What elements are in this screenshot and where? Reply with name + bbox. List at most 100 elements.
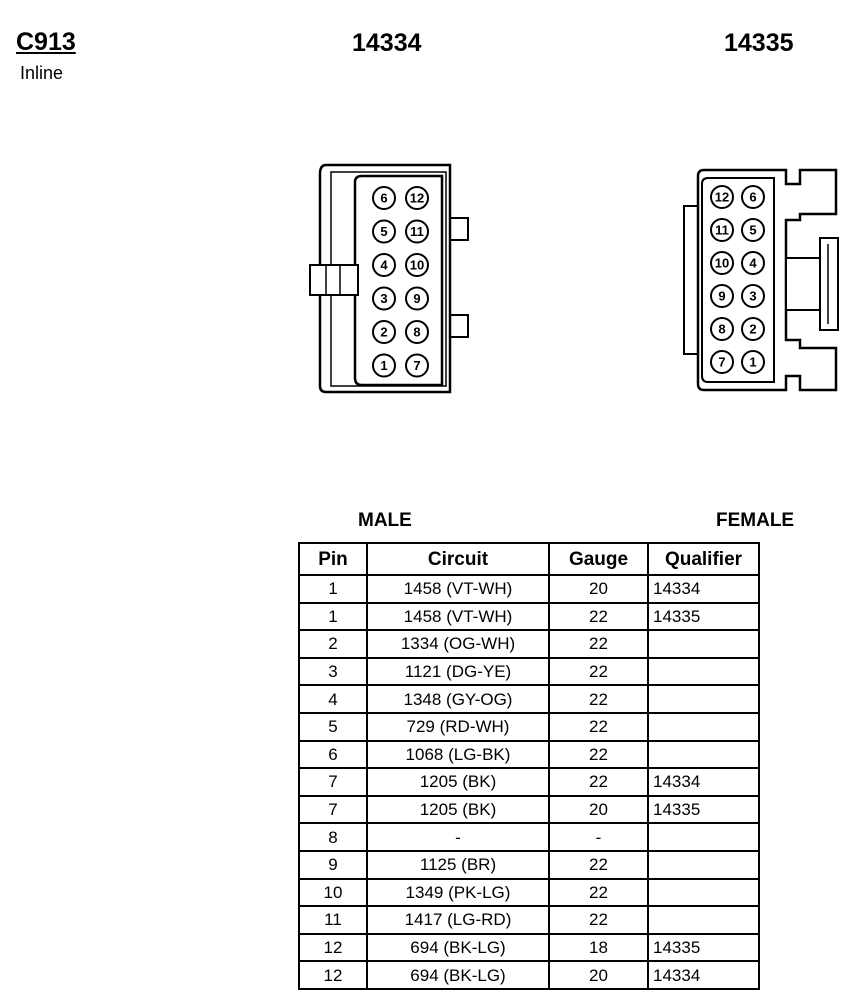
cell-qualifier	[647, 684, 760, 714]
cell-pin: 1	[298, 574, 368, 604]
pin-number-2: 2	[749, 322, 756, 337]
cell-circuit: 1349 (PK-LG)	[366, 877, 550, 908]
pin-cavity-12	[405, 186, 429, 210]
pin-number-4: 4	[749, 256, 757, 271]
pin-number-1: 1	[749, 355, 756, 370]
cell-circuit: 1417 (LG-RD)	[366, 905, 550, 935]
cell-gauge: 22	[548, 905, 649, 935]
cell-gauge: 20	[548, 794, 649, 825]
cell-pin: 9	[298, 849, 368, 880]
cell-circuit: -	[366, 822, 550, 852]
header-pin: Pin	[298, 542, 368, 576]
cell-qualifier: 14335	[647, 601, 760, 632]
cell-gauge: -	[548, 822, 649, 852]
cell-circuit: 694 (BK-LG)	[366, 960, 550, 990]
cell-gauge: 22	[548, 711, 649, 742]
cell-qualifier: 14335	[647, 794, 760, 825]
pin-cavity-5	[741, 218, 765, 242]
cell-circuit: 1125 (BR)	[366, 849, 550, 880]
cell-gauge: 20	[548, 960, 649, 990]
cell-qualifier	[647, 656, 760, 687]
pin-cavity-3	[372, 286, 396, 311]
pin-number-12: 12	[715, 190, 729, 205]
pin-cavity-10	[710, 251, 734, 275]
pin-number-7: 7	[718, 355, 725, 370]
cell-pin: 12	[298, 932, 368, 963]
pin-cavity-5	[372, 219, 396, 244]
pin-cavity-1	[741, 350, 765, 374]
cell-gauge: 22	[548, 601, 649, 632]
cell-gauge: 18	[548, 932, 649, 963]
pin-cavity-9	[405, 286, 429, 311]
pin-cavity-8	[405, 320, 429, 344]
pin-cavity-11	[710, 218, 734, 242]
pin-cavity-2	[741, 317, 765, 341]
cell-circuit: 1348 (GY-OG)	[366, 684, 550, 714]
table-row: 8--	[298, 822, 760, 852]
pin-number-10: 10	[410, 258, 424, 273]
pin-number-12: 12	[410, 191, 424, 206]
pin-number-2: 2	[380, 325, 387, 340]
cell-pin: 1	[298, 601, 368, 632]
cell-qualifier	[647, 822, 760, 852]
pin-cavity-10	[405, 253, 429, 277]
cell-gauge: 22	[548, 656, 649, 687]
pin-number-11: 11	[715, 223, 729, 238]
cell-gauge: 22	[548, 767, 649, 797]
cell-qualifier	[647, 629, 760, 659]
cell-circuit: 729 (RD-WH)	[366, 711, 550, 742]
cell-pin: 6	[298, 739, 368, 770]
pin-cavity-6	[741, 185, 765, 209]
pin-cavity-4	[741, 251, 765, 275]
connector-type: Inline	[20, 63, 64, 83]
cell-qualifier	[647, 877, 760, 908]
table-header-row: Pin Circuit Gauge Qualifier	[298, 542, 760, 576]
cell-gauge: 20	[548, 574, 649, 604]
cell-pin: 5	[298, 711, 368, 742]
cell-circuit: 694 (BK-LG)	[366, 932, 550, 963]
cell-circuit: 1205 (BK)	[366, 794, 550, 825]
cell-pin: 12	[298, 960, 368, 990]
cell-pin: 7	[298, 794, 368, 825]
pin-cavity-12	[710, 185, 734, 209]
male-label: MALE	[358, 510, 412, 531]
cell-qualifier	[647, 739, 760, 770]
pin-cavity-9	[710, 284, 734, 308]
cell-circuit: 1205 (BK)	[366, 767, 550, 797]
cell-circuit: 1068 (LG-BK)	[366, 739, 550, 770]
header-circuit: Circuit	[366, 542, 550, 576]
header-qualifier: Qualifier	[647, 542, 760, 576]
header-gauge: Gauge	[548, 542, 649, 576]
cell-circuit: 1458 (VT-WH)	[366, 574, 550, 604]
pin-cavity-2	[372, 320, 396, 344]
pin-number-7: 7	[413, 358, 420, 373]
pin-number-10: 10	[715, 256, 729, 271]
cell-qualifier	[647, 711, 760, 742]
pin-cavity-8	[710, 317, 734, 341]
cell-pin: 7	[298, 767, 368, 797]
pin-cavity-7	[405, 353, 429, 378]
cell-qualifier: 14335	[647, 932, 760, 963]
pin-number-8: 8	[718, 322, 725, 337]
female-part-number: 14335	[724, 29, 794, 57]
cell-gauge: 22	[548, 877, 649, 908]
pin-number-5: 5	[380, 224, 387, 239]
pin-number-1: 1	[380, 358, 387, 373]
pin-number-9: 9	[413, 291, 420, 306]
female-label: FEMALE	[716, 510, 795, 531]
pin-number-5: 5	[749, 223, 756, 238]
cell-gauge: 22	[548, 739, 649, 770]
male-part-number: 14334	[352, 29, 422, 57]
cell-gauge: 22	[548, 849, 649, 880]
